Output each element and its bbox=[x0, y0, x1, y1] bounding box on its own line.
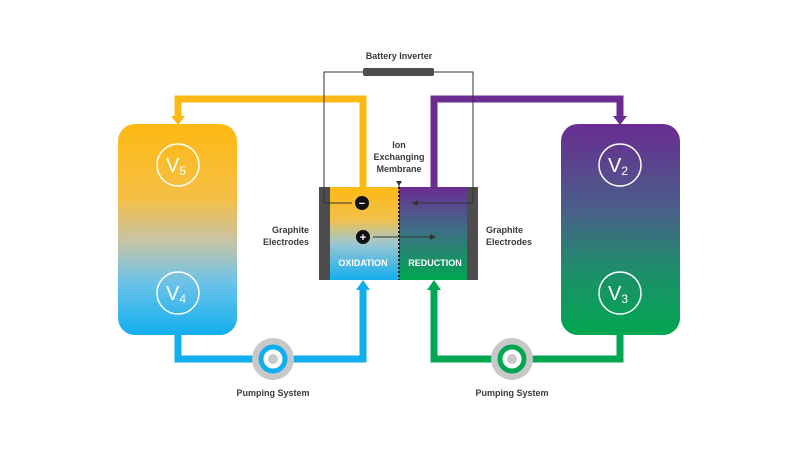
right-tank bbox=[561, 124, 680, 335]
purple-pipe bbox=[430, 95, 624, 187]
svg-text:Membrane: Membrane bbox=[376, 164, 421, 174]
green-arrow-icon bbox=[427, 280, 441, 290]
graphite-right-label: Graphite Electrodes bbox=[486, 225, 532, 247]
pump-right-label: Pumping System bbox=[475, 388, 548, 398]
wires bbox=[323, 71, 474, 238]
pump-left bbox=[252, 338, 294, 380]
blue-arrow-icon bbox=[356, 280, 370, 290]
svg-text:V3: V3 bbox=[608, 283, 628, 306]
oxidation-label: OXIDATION bbox=[338, 258, 387, 268]
ion-flow-arrow-icon bbox=[430, 234, 436, 240]
pipe-arrows bbox=[171, 116, 627, 290]
battery-inverter-label: Battery Inverter bbox=[366, 51, 433, 61]
svg-text:Graphite: Graphite bbox=[486, 225, 523, 235]
pump-left-label: Pumping System bbox=[236, 388, 309, 398]
tank-label-v4: V4 bbox=[156, 271, 200, 315]
svg-text:Electrodes: Electrodes bbox=[263, 237, 309, 247]
svg-text:+: + bbox=[360, 232, 366, 244]
tank-label-v2: V2 bbox=[598, 143, 642, 187]
svg-text:V2: V2 bbox=[608, 155, 628, 178]
pipes bbox=[174, 95, 624, 363]
membrane-pointer-icon bbox=[396, 181, 402, 186]
electron-flow-arrow-icon bbox=[412, 200, 418, 206]
membrane-label: Ion Exchanging Membrane bbox=[373, 140, 424, 174]
right-electrode bbox=[467, 187, 478, 280]
svg-text:Ion: Ion bbox=[392, 140, 406, 150]
yellow-pipe bbox=[174, 95, 367, 187]
left-tank bbox=[118, 124, 237, 335]
tank-label-v5: V5 bbox=[156, 143, 200, 187]
yellow-arrow-icon bbox=[171, 116, 185, 125]
left-electrode bbox=[319, 187, 330, 280]
graphite-left-label: Graphite Electrodes bbox=[263, 225, 309, 247]
battery-inverter bbox=[363, 68, 434, 76]
minus-terminal: − bbox=[355, 196, 369, 210]
svg-text:Electrodes: Electrodes bbox=[486, 237, 532, 247]
reduction-label: REDUCTION bbox=[408, 258, 462, 268]
cell: OXIDATION REDUCTION bbox=[319, 187, 478, 280]
svg-text:Graphite: Graphite bbox=[272, 225, 309, 235]
purple-arrow-icon bbox=[613, 116, 627, 125]
svg-text:Exchanging: Exchanging bbox=[373, 152, 424, 162]
svg-text:−: − bbox=[359, 198, 365, 210]
tank-label-v3: V3 bbox=[598, 271, 642, 315]
plus-terminal: + bbox=[356, 230, 370, 244]
svg-text:V4: V4 bbox=[166, 283, 186, 306]
pump-right bbox=[491, 338, 533, 380]
svg-text:V5: V5 bbox=[166, 155, 186, 178]
